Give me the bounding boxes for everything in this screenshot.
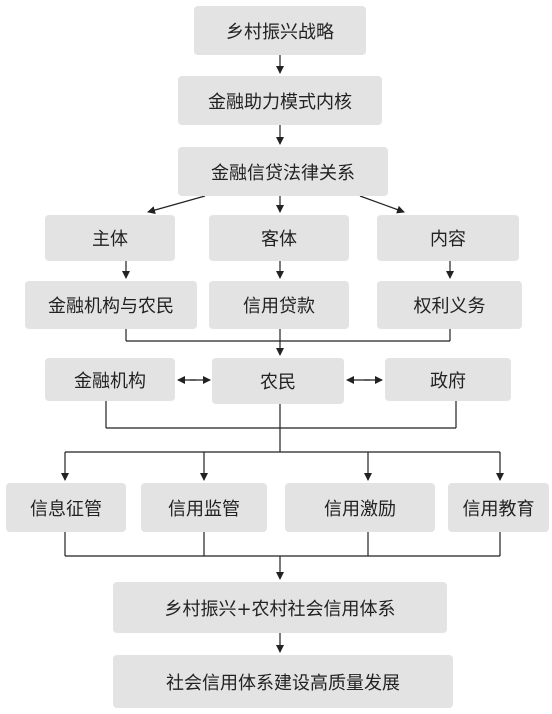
government-node: 政府	[385, 358, 511, 401]
credit-education-node: 信用教育	[448, 483, 549, 532]
object-detail-node: 信用贷款	[209, 281, 349, 329]
object-node: 客体	[209, 215, 349, 261]
credit-supervision-node: 信用监管	[141, 483, 267, 532]
strategy-node: 乡村振兴战略	[194, 6, 366, 55]
core-node: 金融助力模式内核	[178, 76, 382, 125]
subject-node: 主体	[45, 215, 175, 261]
credit-info-node: 信息征管	[6, 483, 126, 532]
high-quality-development-node: 社会信用体系建设高质量发展	[113, 655, 453, 708]
content-node: 内容	[377, 215, 519, 261]
legal-relation-node: 金融信贷法律关系	[178, 147, 388, 196]
arrow-legal-content	[359, 195, 405, 214]
farmers-node: 农民	[212, 358, 344, 404]
credit-incentive-node: 信用激励	[285, 483, 435, 532]
content-detail-node: 权利义务	[377, 281, 522, 329]
financial-institution-node: 金融机构	[45, 358, 175, 401]
subject-detail-node: 金融机构与农民	[25, 281, 197, 329]
arrow-legal-subject	[147, 195, 206, 214]
rural-credit-system-node: 乡村振兴+农村社会信用体系	[113, 582, 447, 633]
